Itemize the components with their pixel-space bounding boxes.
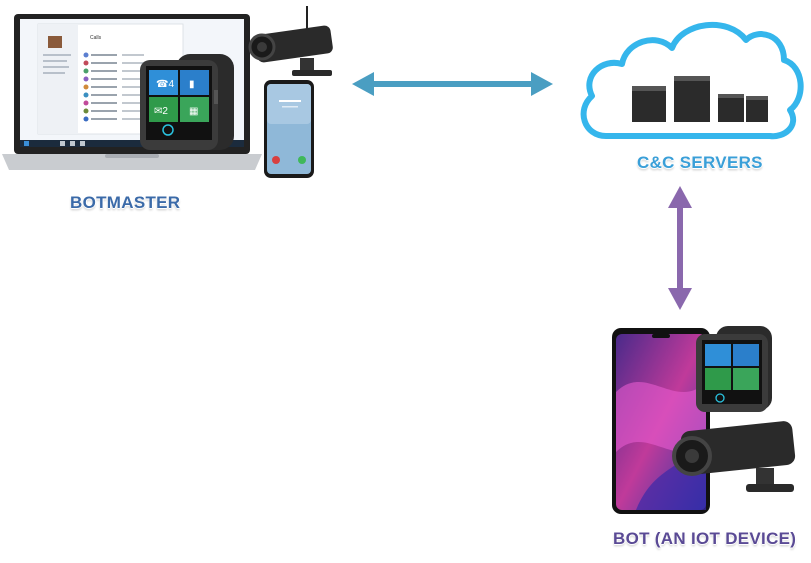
bot-devices xyxy=(612,326,796,514)
cc-servers-label: C&C SERVERS xyxy=(637,153,763,172)
botmaster-cc-arrow xyxy=(352,72,553,96)
server-rack-icon xyxy=(632,76,768,122)
cc-bot-arrow xyxy=(668,186,692,310)
security-camera-icon xyxy=(248,6,333,76)
smartwatch-icon: ☎4 ▮ ✉2 ▦ xyxy=(140,54,234,150)
smartwatch-icon xyxy=(696,326,772,412)
app-title: Calls xyxy=(90,35,102,41)
bot-label: BOT (AN IOT DEVICE) xyxy=(613,529,797,548)
security-camera-icon xyxy=(672,421,796,492)
smartphone-icon xyxy=(612,328,710,514)
svg-text:✉2: ✉2 xyxy=(154,106,168,117)
botmaster-devices: Calls ☎4 ▮ ✉2 ▦ xyxy=(2,6,333,178)
svg-text:☎4: ☎4 xyxy=(156,79,174,90)
svg-text:▮: ▮ xyxy=(189,79,195,90)
cloud-icon xyxy=(580,21,804,140)
smartphone-icon xyxy=(264,80,314,178)
svg-text:▦: ▦ xyxy=(189,106,198,117)
botmaster-label: BOTMASTER xyxy=(70,193,181,212)
